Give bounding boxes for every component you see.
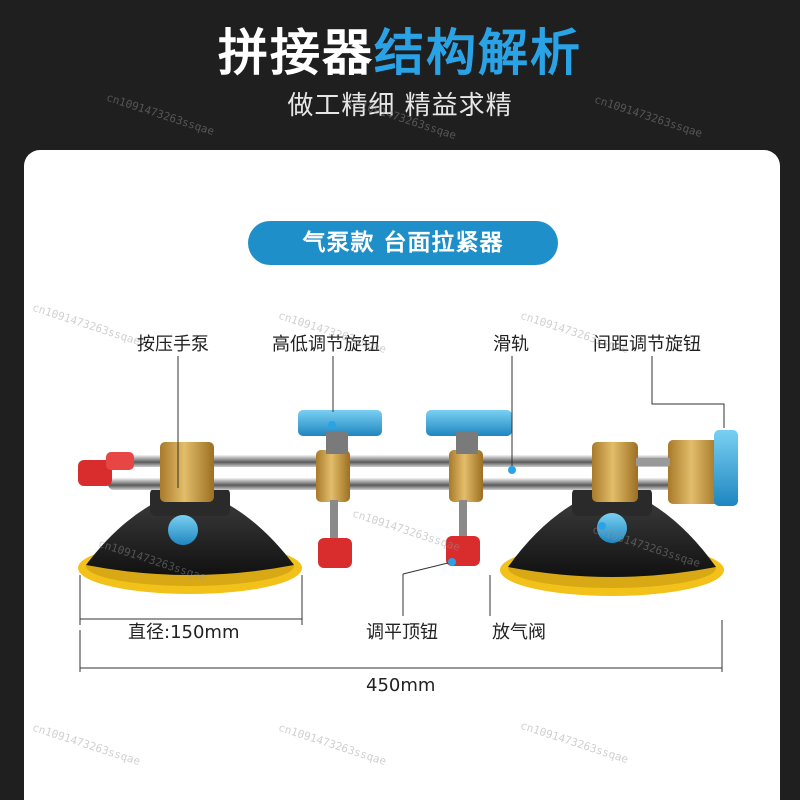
rail-end-caps: [78, 452, 134, 486]
height-adjust-knobs: [298, 410, 512, 454]
callout-dots: [328, 421, 606, 566]
label-total-length: 450mm: [366, 675, 436, 696]
label-release-valve: 放气阀: [492, 622, 546, 643]
header: 拼接器结构解析 做工精细 精益求精: [0, 0, 800, 150]
sliding-rail: [108, 455, 698, 490]
leveling-knobs: [318, 500, 480, 568]
callout-lines: [79, 356, 725, 672]
pump-buttons: [168, 513, 627, 545]
label-height-knob: 高低调节旋钮: [272, 334, 380, 355]
label-rail: 滑轨: [493, 334, 529, 355]
label-leveling-knob: 调平顶钮: [366, 622, 438, 643]
title-part-white: 拼接器: [218, 24, 374, 82]
model-badge: 气泵款 台面拉紧器: [248, 221, 558, 265]
label-diameter: 直径:150mm: [128, 622, 240, 643]
label-pump: 按压手泵: [137, 334, 209, 355]
label-spacing-knob: 间距调节旋钮: [593, 334, 701, 355]
page-subtitle: 做工精细 精益求精: [287, 91, 513, 121]
brass-blocks: [160, 440, 720, 504]
spacing-knob: [636, 430, 738, 506]
title-part-blue: 结构解析: [374, 24, 582, 82]
page-title: 拼接器结构解析: [0, 18, 800, 88]
